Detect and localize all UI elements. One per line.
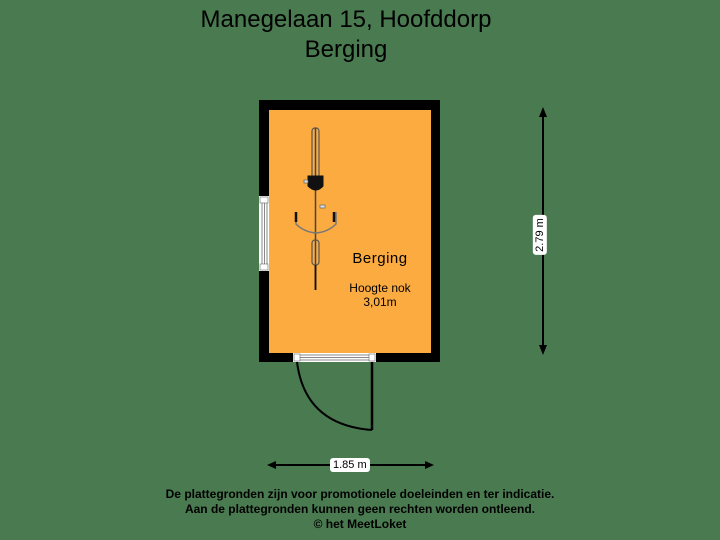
room-name: Berging — [352, 250, 408, 267]
door — [293, 353, 376, 431]
bicycle-icon — [294, 127, 337, 290]
window-left — [259, 196, 269, 271]
room-height-value: 3,01m — [363, 295, 397, 309]
address-title: Manegelaan 15, Hoofddorp — [200, 6, 492, 33]
floor-title: Berging — [304, 36, 388, 63]
width-dimension-label: 1.85 m — [330, 458, 370, 472]
disclaimer-line-1: De plattegronden zijn voor promotionele … — [165, 487, 555, 501]
room-height-label: Hoogte nok — [349, 281, 411, 295]
copyright-line: © het MeetLoket — [313, 517, 407, 531]
disclaimer-line-2: Aan de plattegronden kunnen geen rechten… — [184, 502, 536, 516]
room-floor — [269, 110, 431, 353]
height-dimension-label: 2.79 m — [532, 215, 547, 255]
